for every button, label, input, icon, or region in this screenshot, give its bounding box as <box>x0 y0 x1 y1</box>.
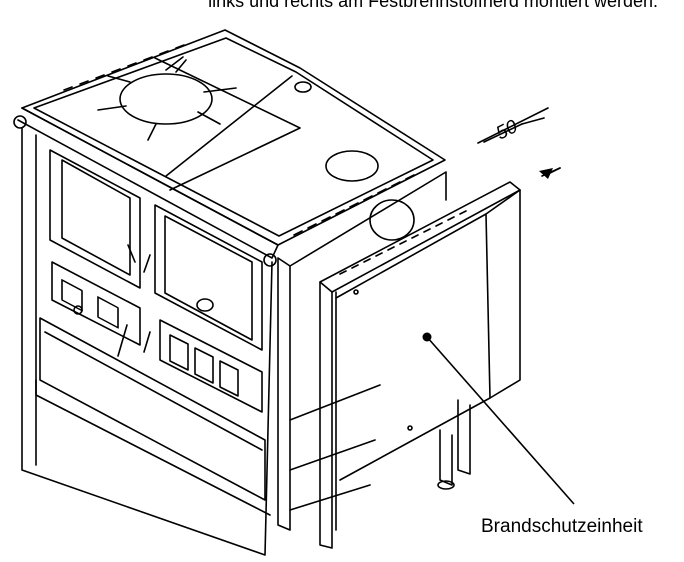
callout-label: Brandschutzeinheit <box>481 516 643 537</box>
fire-protection-unit-drawing <box>319 181 521 549</box>
top-caption: links und rechts am Festbrennstoffherd m… <box>208 0 658 11</box>
dimension-label: 50 <box>493 116 522 145</box>
unit-front-post <box>319 281 333 549</box>
stove-drawing <box>13 29 447 556</box>
stove-drawer <box>39 317 266 501</box>
hotplate-right <box>325 150 379 182</box>
dimension-arrow-icon <box>477 107 561 177</box>
unit-side-panel <box>335 213 491 481</box>
unit-top-slots <box>339 210 467 275</box>
hotplate-left <box>119 73 213 125</box>
top-vent-slots <box>63 44 415 236</box>
